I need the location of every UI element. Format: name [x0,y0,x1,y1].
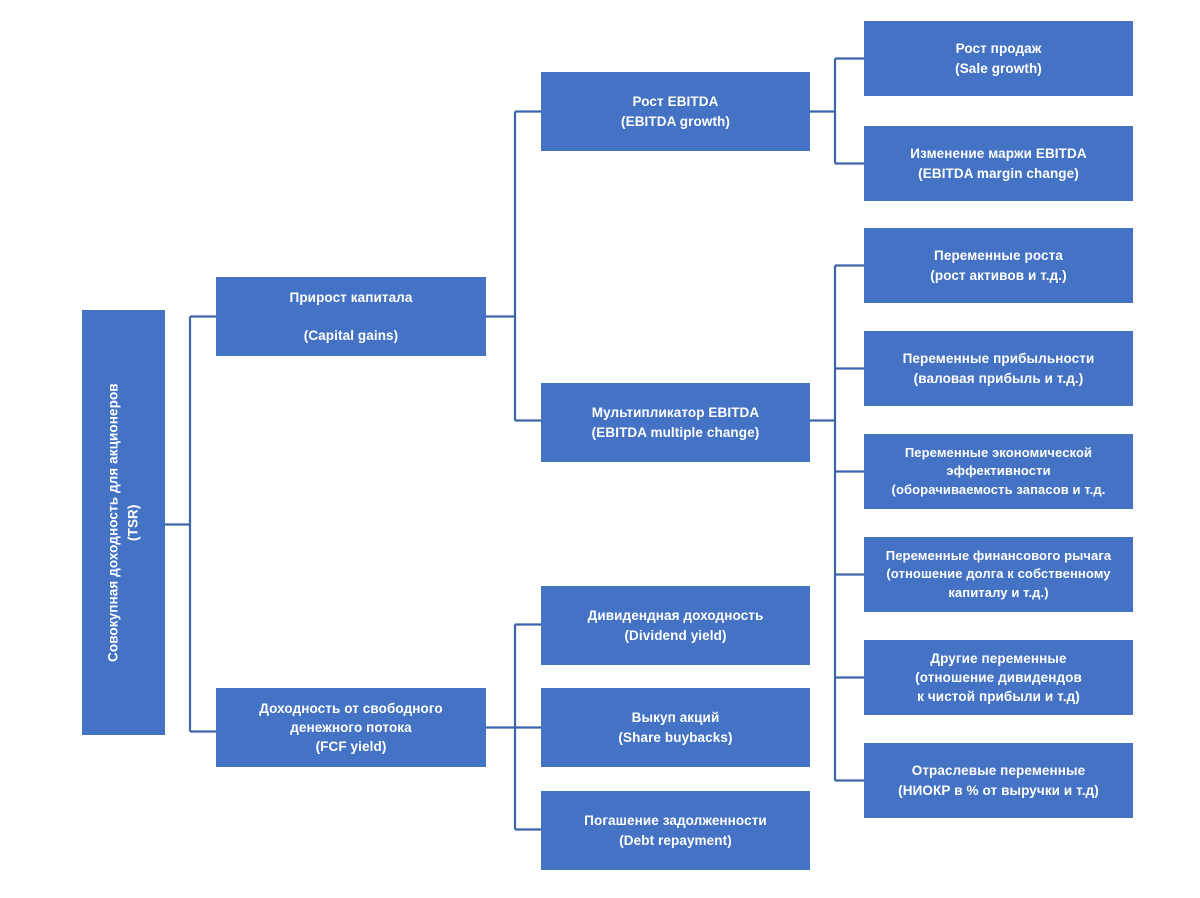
node-growth-variables[interactable]: Переменные роста (рост активов и т.д.) [864,228,1133,303]
node-capital-gains[interactable]: Прирост капитала (Capital gains) [216,277,486,356]
node-industry-variables[interactable]: Отраслевые переменные (НИОКР в % от выру… [864,743,1133,818]
node-ebitda-multiple[interactable]: Мультипликатор EBITDA (EBITDA multiple c… [541,383,810,462]
node-tsr-root[interactable]: Совокупная доходность для акционеров (TS… [82,310,165,735]
node-sale-growth[interactable]: Рост продаж (Sale growth) [864,21,1133,96]
node-other-variables[interactable]: Другие переменные (отношение дивидендов … [864,640,1133,715]
node-leverage-variables[interactable]: Переменные финансового рычага (отношение… [864,537,1133,612]
node-dividend-yield[interactable]: Дивидендная доходность (Dividend yield) [541,586,810,665]
node-efficiency-variables[interactable]: Переменные экономической эффективности (… [864,434,1133,509]
node-fcf-yield[interactable]: Доходность от свободного денежного поток… [216,688,486,767]
node-profitability-variables[interactable]: Переменные прибыльности (валовая прибыль… [864,331,1133,406]
node-share-buybacks[interactable]: Выкуп акций (Share buybacks) [541,688,810,767]
node-ebitda-margin-change[interactable]: Изменение маржи EBITDA (EBITDA margin ch… [864,126,1133,201]
node-ebitda-growth[interactable]: Рост EBITDA (EBITDA growth) [541,72,810,151]
node-debt-repayment[interactable]: Погашение задолженности (Debt repayment) [541,791,810,870]
